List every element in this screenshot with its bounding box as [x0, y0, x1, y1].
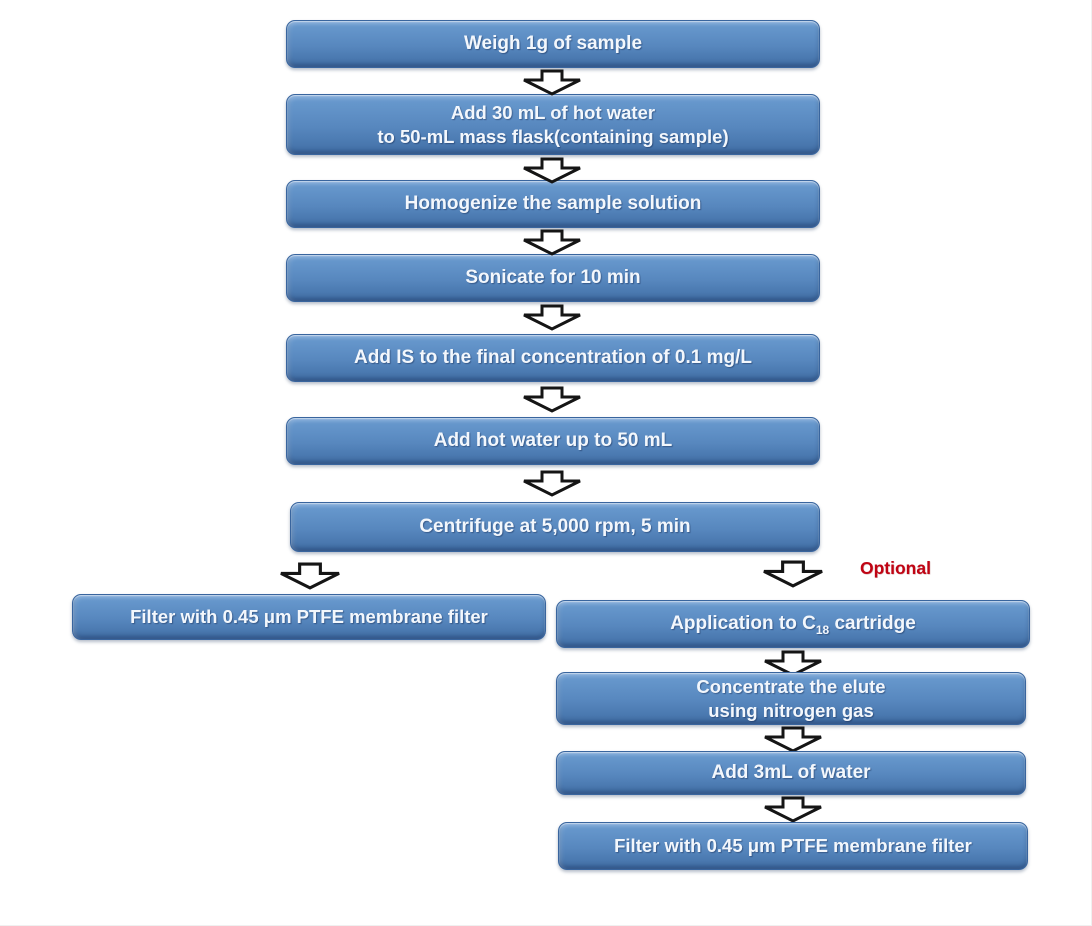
flow-step-label: Add hot water up to 50 mL: [433, 430, 673, 452]
down-arrow-icon: [520, 69, 584, 96]
down-arrow-icon: [520, 386, 584, 413]
flow-step-filter-right: Filter with 0.45 μm PTFE membrane filter: [558, 822, 1028, 870]
flow-step-add-hot-water: Add 30 mL of hot water to 50-mL mass fla…: [286, 94, 820, 155]
down-arrow-icon: [758, 560, 828, 588]
flow-step-homogenize: Homogenize the sample solution: [286, 180, 820, 228]
flow-step-label: Centrifuge at 5,000 rpm, 5 min: [419, 516, 691, 538]
flow-step-label: Filter with 0.45 μm PTFE membrane filter: [614, 835, 972, 857]
flow-step-label: Add IS to the final concentration of 0.1…: [354, 347, 752, 369]
flow-step-sonicate: Sonicate for 10 min: [286, 254, 820, 302]
flow-step-label: Add 3mL of water: [711, 762, 871, 784]
flow-step-filter-left: Filter with 0.45 μm PTFE membrane filter: [72, 594, 546, 640]
down-arrow-icon: [520, 157, 584, 184]
down-arrow-icon: [275, 562, 345, 590]
flow-step-label: Concentrate the elute using nitrogen gas: [696, 676, 886, 721]
flow-step-add-3ml-water: Add 3mL of water: [556, 751, 1026, 795]
flow-step-add-water-50ml: Add hot water up to 50 mL: [286, 417, 820, 465]
flow-step-add-is: Add IS to the final concentration of 0.1…: [286, 334, 820, 382]
flow-step-weigh-sample: Weigh 1g of sample: [286, 20, 820, 68]
down-arrow-icon: [761, 726, 825, 753]
flow-step-label: Filter with 0.45 μm PTFE membrane filter: [130, 606, 488, 628]
optional-label: Optional: [860, 558, 931, 578]
flow-step-label: Homogenize the sample solution: [404, 193, 702, 215]
flow-step-label: Weigh 1g of sample: [463, 33, 643, 55]
down-arrow-icon: [520, 229, 584, 256]
flow-step-concentrate: Concentrate the elute using nitrogen gas: [556, 672, 1026, 725]
flow-step-label: Add 30 mL of hot water to 50-mL mass fla…: [377, 102, 729, 147]
flow-step-c18-cartridge: Application to C18 cartridge: [556, 600, 1030, 648]
flow-step-label: Application to C18 cartridge: [670, 613, 916, 637]
down-arrow-icon: [520, 470, 584, 497]
down-arrow-icon: [520, 304, 584, 331]
down-arrow-icon: [761, 796, 825, 823]
flow-step-label: Sonicate for 10 min: [465, 267, 641, 289]
down-arrow-icon: [761, 650, 825, 677]
flow-step-centrifuge: Centrifuge at 5,000 rpm, 5 min: [290, 502, 820, 552]
